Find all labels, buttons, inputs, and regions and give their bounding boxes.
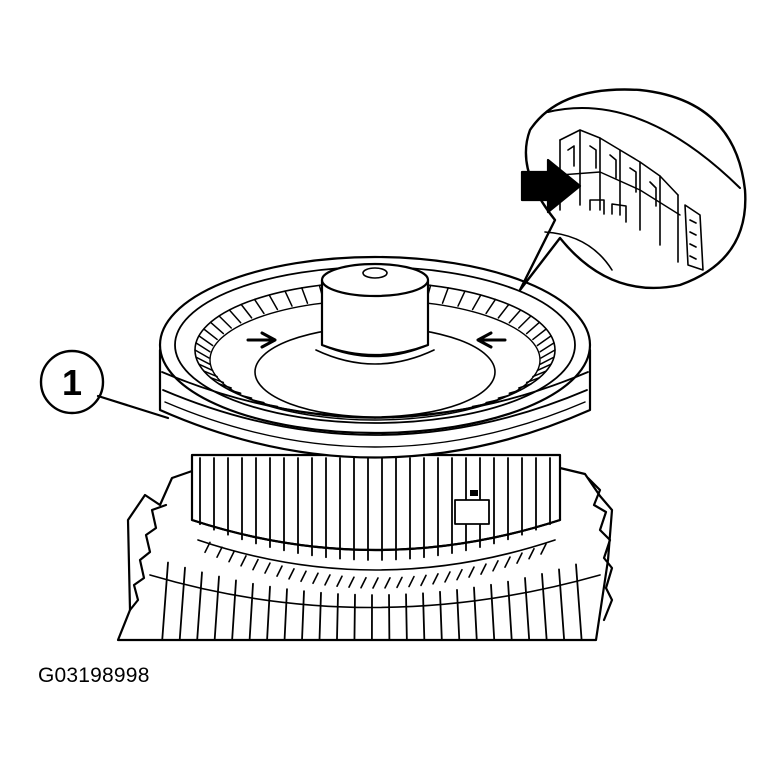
hub-tooth-mark	[372, 577, 379, 589]
sleeve-tooth	[195, 342, 211, 353]
sleeve-tooth	[471, 294, 482, 311]
hub-tooth-mark	[300, 570, 307, 583]
sleeve-tooth	[497, 303, 510, 319]
hub-tooth-mark	[348, 576, 355, 588]
hub-tooth-mark	[396, 576, 403, 589]
bold-arrow-icon	[520, 158, 582, 214]
hub-tooth-mark	[360, 576, 367, 589]
gear-tooth-line	[318, 591, 322, 641]
gear-tooth-line	[161, 561, 169, 641]
hub-tooth-mark	[324, 574, 331, 586]
sleeve-tooth	[525, 321, 541, 335]
sleeve-tooth	[441, 411, 449, 414]
sleeve-tooth	[471, 404, 482, 408]
gear-tooth-line	[231, 579, 237, 641]
sleeve-tooth	[532, 328, 547, 341]
hub-tooth-mark	[516, 552, 523, 564]
hub-tooth-mark	[264, 562, 271, 574]
sleeve-tooth	[539, 356, 555, 366]
sleeve-tooth	[194, 349, 210, 359]
sleeve-tooth	[284, 408, 293, 411]
sleeve-tooth	[508, 309, 522, 324]
figure-id-label: G03198998	[38, 664, 150, 687]
hub-tooth-mark	[312, 572, 319, 585]
hub-tooth-mark	[252, 558, 259, 571]
hub-tooth-mark	[540, 543, 547, 555]
hub-tooth-mark	[432, 573, 439, 585]
sleeve-tooth	[240, 303, 253, 319]
sleeve-tooth	[203, 328, 218, 341]
gear-tooth-line	[439, 590, 443, 641]
hub-splines	[199, 457, 551, 561]
gear-tooth-line	[213, 575, 220, 641]
hub-tooth-mark	[240, 555, 247, 567]
sleeve-tooth	[457, 408, 466, 411]
gear-tooth-line	[405, 593, 408, 641]
gear-tooth-line	[524, 577, 531, 641]
zoomed-teeth	[559, 129, 704, 271]
gear-tooth-line	[558, 568, 566, 641]
sleeve-tooth	[518, 315, 532, 329]
gear-tooth-line	[353, 593, 356, 641]
sleeve-tooth	[195, 356, 211, 366]
gear-tooth-line	[422, 592, 426, 641]
gear-tooth-line	[456, 589, 461, 641]
gear-tooth-line	[336, 593, 339, 641]
sleeve-tooth	[536, 335, 552, 347]
gear-tooth-line	[266, 585, 271, 641]
detail-magnifier	[518, 88, 747, 292]
hub-tooth-mark	[492, 560, 499, 572]
sleeve-tooth	[301, 411, 309, 414]
gear-tooth-line	[490, 583, 496, 641]
hub-lower-teeth	[204, 541, 547, 589]
hub-tooth-mark	[504, 556, 511, 568]
gear-tooth-line	[283, 588, 288, 641]
callout-1-number: 1	[62, 362, 82, 403]
hub-tooth-mark	[216, 546, 223, 558]
sleeve-tooth	[539, 342, 555, 353]
sleeve-tooth	[441, 287, 449, 304]
sleeve-tooth	[198, 363, 214, 372]
sleeve-tooth	[301, 287, 309, 304]
gear-tooth-line	[541, 572, 548, 641]
hub-tooth-mark	[336, 575, 343, 588]
gear-tooth-line	[301, 590, 305, 641]
callout-1: 1	[39, 349, 170, 420]
gear-tooth-line	[473, 586, 478, 641]
hub-tooth-mark	[228, 550, 235, 563]
sleeve-tooth	[284, 290, 293, 307]
gear-tooth-line	[248, 582, 254, 641]
sleeve-tooth	[268, 294, 279, 311]
gear-teeth	[161, 561, 583, 641]
sleeve-tooth	[209, 321, 225, 335]
sleeve-tooth	[198, 335, 214, 347]
sleeve-tooth	[268, 404, 279, 408]
splined-hub	[190, 453, 562, 589]
gear-tooth-line	[507, 580, 513, 641]
sleeve-tooth	[218, 315, 232, 329]
gear-tooth-line	[575, 563, 583, 641]
sleeve-tooth	[253, 298, 265, 315]
sleeve-tooth	[536, 363, 552, 372]
hub-tooth-mark	[276, 565, 283, 577]
hub-tooth-mark	[528, 547, 535, 560]
hub-tooth-mark	[408, 575, 415, 588]
hub-tooth-mark	[384, 577, 391, 589]
hub-tooth-mark	[468, 566, 475, 578]
hub-tooth-mark	[420, 574, 427, 587]
shaft	[315, 262, 435, 365]
sleeve-tooth	[457, 290, 466, 307]
hub-tooth-mark	[480, 563, 487, 575]
hub-tooth-mark	[204, 541, 211, 554]
hub-tooth-mark	[288, 568, 295, 580]
gear-tooth-line	[196, 571, 203, 641]
hub-tooth-mark	[456, 568, 463, 581]
sleeve-tooth	[228, 309, 242, 324]
hub-tooth-mark	[444, 571, 451, 583]
gear-tooth-line	[178, 566, 186, 641]
sleeve-tooth	[485, 298, 497, 315]
sleeve-tooth	[540, 349, 556, 359]
